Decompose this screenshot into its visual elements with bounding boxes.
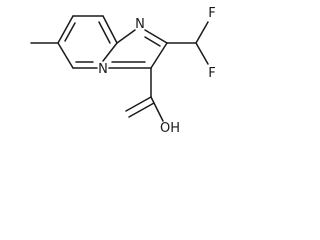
bond-c-f-bottom <box>195 42 209 65</box>
bond-cooh-c-o <box>125 96 152 112</box>
atom-n-bridge: N <box>98 62 108 77</box>
bond-c2-c3 <box>150 42 168 69</box>
bond-cooh-c-oh <box>150 96 164 122</box>
bond-n1-c2-double <box>144 36 161 47</box>
bond-c8-c5 <box>57 42 74 69</box>
bond-n-c9 <box>102 42 118 62</box>
atom-oh: OH <box>160 121 180 136</box>
atom-f-top: F <box>208 6 215 21</box>
bond-c7-c8-double <box>64 22 76 42</box>
bond-c9-n1 <box>116 29 136 44</box>
bond-cooh-c-o-double <box>128 102 155 118</box>
chemical-structure: N N F F OH <box>30 6 216 136</box>
bond-c7-c8 <box>57 15 74 44</box>
atom-f-bottom: F <box>208 66 215 81</box>
bond-n1-c2 <box>144 29 168 44</box>
atom-n-imidazole: N <box>135 17 145 32</box>
bond-c-f-top <box>195 21 209 44</box>
bond-c9-c6-double <box>98 21 111 44</box>
bond-c9-c6 <box>102 15 118 44</box>
